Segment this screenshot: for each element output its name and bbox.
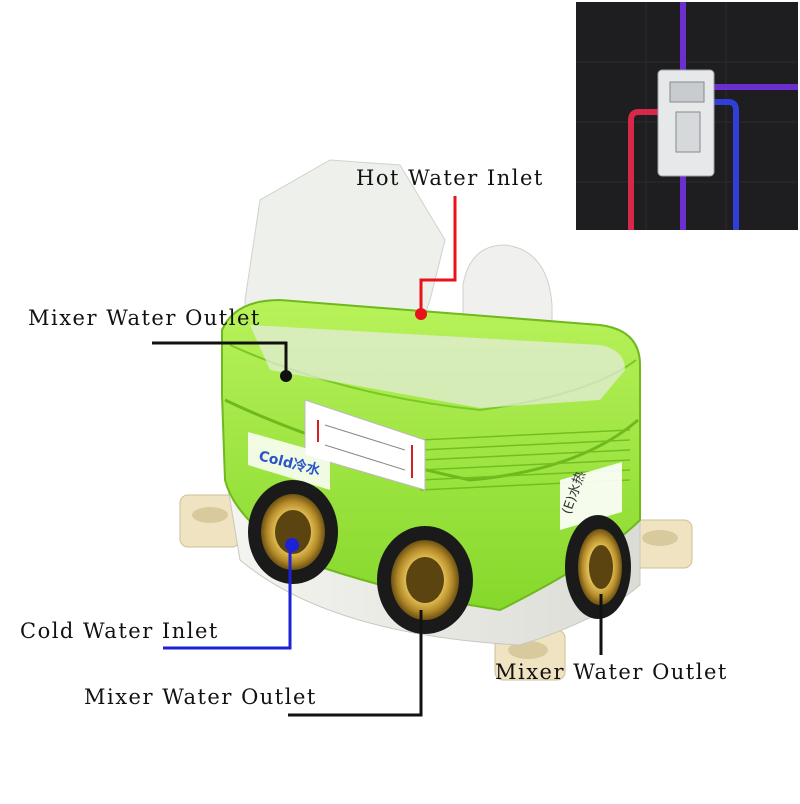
mixer-water-outlet-label-right: Mixer Water Outlet [495, 660, 728, 684]
inset-pipe-hot [628, 109, 680, 230]
inset-photo [576, 2, 798, 230]
cold-inlet-marker [285, 538, 299, 552]
hot-sticker [560, 462, 622, 530]
hot-water-inlet-label: Hot Water Inlet [356, 166, 544, 190]
mixer-water-outlet-label-bottom: Mixer Water Outlet [84, 685, 317, 709]
callout-lines [152, 196, 603, 717]
cold-water-inlet-label: Cold Water Inlet [20, 619, 219, 643]
port-right [565, 515, 631, 619]
hot-inlet-marker [415, 308, 427, 320]
instruction-sticker [304, 399, 426, 491]
outlet-marker-left [280, 370, 292, 382]
inset-pipe-cold [686, 99, 739, 230]
port-bottom [377, 526, 473, 634]
housing-ribs [419, 429, 631, 491]
installed-valve-inset [576, 2, 798, 230]
cold-sticker [248, 432, 330, 490]
mixer-water-outlet-label-left: Mixer Water Outlet [28, 306, 261, 330]
port-cold [248, 480, 338, 584]
